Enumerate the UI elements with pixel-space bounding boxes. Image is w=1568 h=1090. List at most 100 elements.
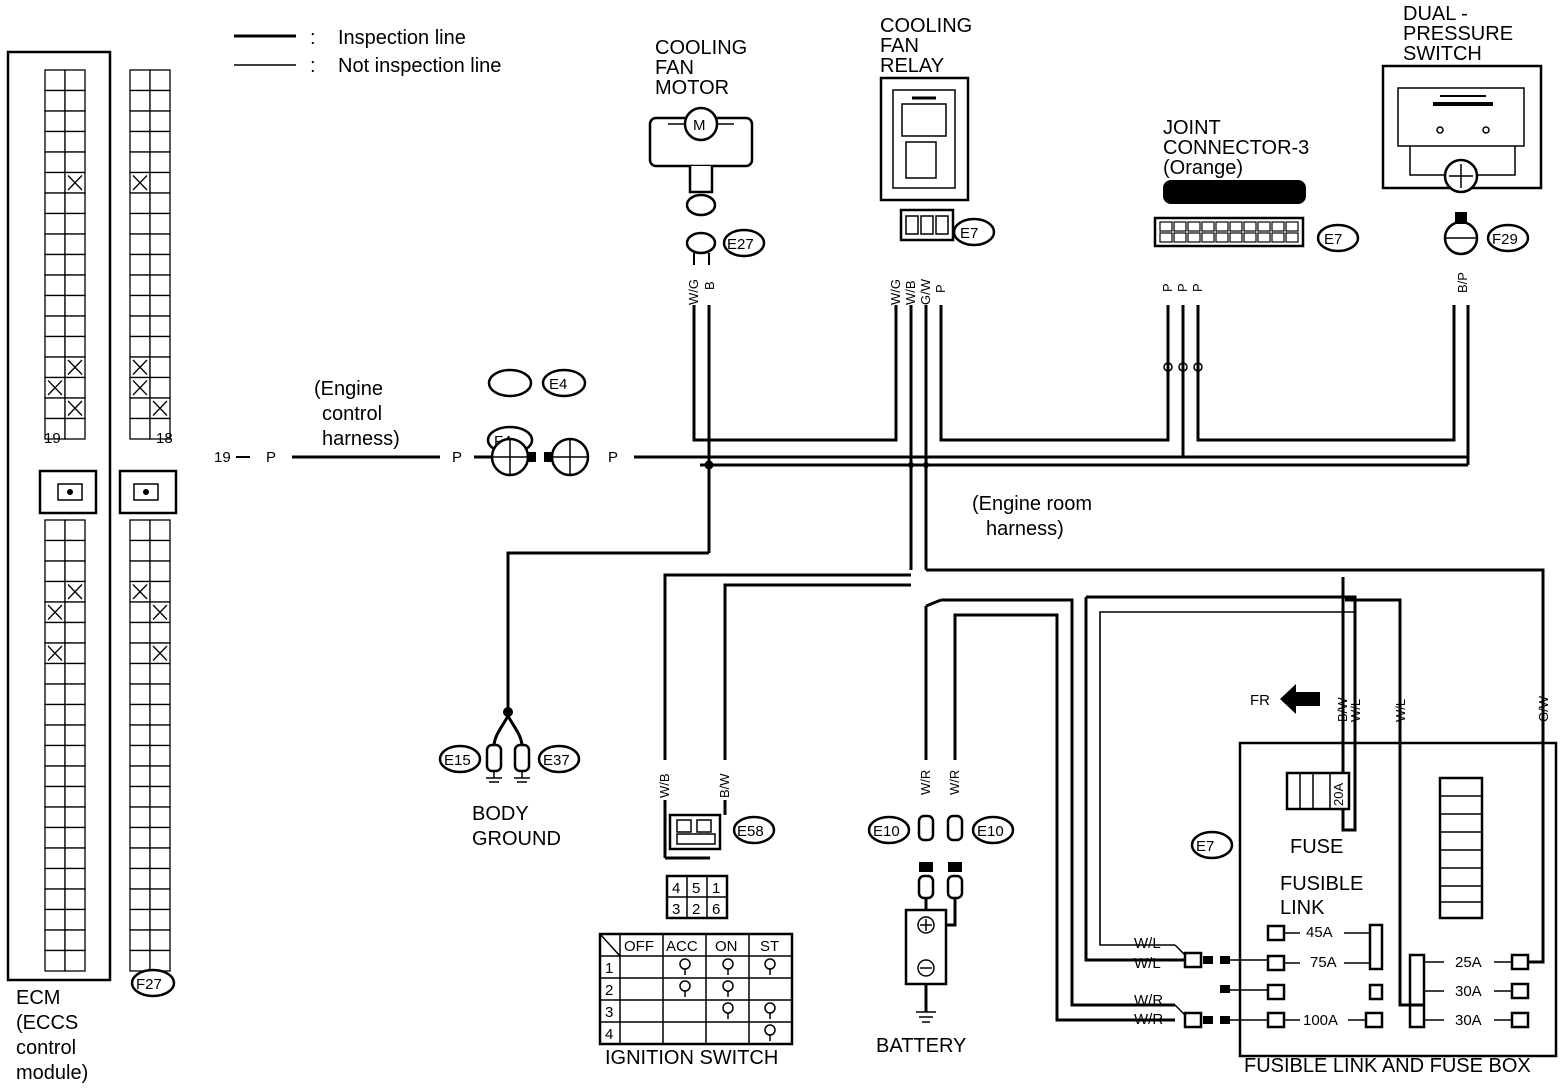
legend-inspection-line: Inspection line xyxy=(338,27,466,49)
ecm-label-1: ECM xyxy=(16,987,60,1009)
connector-cavity xyxy=(44,171,66,194)
connector-cavity xyxy=(64,253,86,276)
connector-cavity xyxy=(149,908,171,931)
connector-e10-1: E10 xyxy=(873,823,900,840)
ecm-connector-left xyxy=(44,69,86,972)
ign-row-2: 2 xyxy=(605,982,613,999)
connector-cavity xyxy=(129,560,151,583)
ecm-pin-18: 18 xyxy=(156,430,173,447)
connector-cavity xyxy=(129,233,151,256)
fan-relay-label-2: FAN xyxy=(880,35,919,57)
connector-cavity xyxy=(129,519,151,542)
relay-wire-p: P xyxy=(933,284,948,293)
body-ground-label-2: GROUND xyxy=(472,828,561,850)
connector-cavity xyxy=(64,130,86,153)
joint-cavity xyxy=(1271,232,1285,243)
connector-cavity xyxy=(149,151,171,174)
connector-cavity xyxy=(129,294,151,317)
ecm-label-2: (ECCS xyxy=(16,1012,78,1034)
fusible-link-label-1: FUSIBLE xyxy=(1280,873,1363,895)
joint-connector: JOINT CONNECTOR-3 (Orange) E7 P P P xyxy=(1153,117,1360,292)
fuse-block-icon xyxy=(1438,776,1484,920)
legend-not-inspection-colon: : xyxy=(310,55,316,77)
legend-inspection-colon: : xyxy=(310,27,316,49)
joint-cavity xyxy=(1173,221,1187,232)
relay-wire-wb: W/B xyxy=(903,280,918,305)
connector-cavity xyxy=(44,212,66,235)
connector-cavity xyxy=(44,397,66,420)
connector-cavity xyxy=(44,847,66,870)
engine-control-label-2: control xyxy=(322,403,382,425)
connector-cavity xyxy=(129,724,151,747)
connector-cavity xyxy=(129,703,151,726)
connector-cavity xyxy=(129,274,151,297)
connector-f29: F29 xyxy=(1492,231,1518,248)
connector-cavity xyxy=(64,294,86,317)
fan-relay-label-3: RELAY xyxy=(880,55,944,77)
connector-cavity xyxy=(129,110,151,133)
connector-cavity xyxy=(149,683,171,706)
joint-label-3: (Orange) xyxy=(1163,157,1243,179)
connector-cavity xyxy=(129,847,151,870)
connector-cavity xyxy=(129,744,151,767)
connector-e37: E37 xyxy=(543,752,570,769)
ign-row-4: 4 xyxy=(605,1026,613,1043)
connector-cavity xyxy=(149,356,171,379)
connector-e7-relay: E7 xyxy=(960,225,978,242)
connector-cavity xyxy=(149,110,171,133)
connector-cavity xyxy=(129,765,151,788)
connector-cavity xyxy=(64,908,86,931)
fusebox-wire-gw: G/W xyxy=(1536,695,1551,722)
connector-cavity xyxy=(44,867,66,890)
connector-cavity xyxy=(64,929,86,952)
ign-term-2: 2 xyxy=(692,901,700,918)
wire-p-2: P xyxy=(452,449,462,466)
connector-cavity xyxy=(44,519,66,542)
connector-cavity xyxy=(44,662,66,685)
ground-icon xyxy=(486,771,530,783)
connector-cavity xyxy=(64,744,86,767)
connector-e15: E15 xyxy=(444,752,471,769)
connector-cavity xyxy=(149,724,171,747)
connector-cavity xyxy=(64,560,86,583)
battery-wire-wr-2: W/R xyxy=(947,770,962,795)
connector-cavity xyxy=(64,192,86,215)
engine-control-harness: 19 P P (Engine control harness) F4 E4 P xyxy=(214,368,618,477)
cavity-unused-mark xyxy=(132,175,148,191)
joint-cavity xyxy=(1201,221,1215,232)
fusible-link-label-2: LINK xyxy=(1280,897,1325,919)
connector-cavity xyxy=(64,539,86,562)
connector-cavity xyxy=(149,765,171,788)
connector-cavity xyxy=(129,539,151,562)
joint-cavity xyxy=(1159,221,1173,232)
fan-motor-label-1: COOLING xyxy=(655,37,747,59)
battery-label: BATTERY xyxy=(876,1035,966,1057)
fusebox-wire-bw: B/W xyxy=(1335,697,1350,722)
joint-label-1: JOINT xyxy=(1163,117,1221,139)
connector-cavity xyxy=(44,130,66,153)
ign-term-3: 3 xyxy=(672,901,680,918)
ign-header-acc: ACC xyxy=(666,938,698,955)
relay-coil-icon xyxy=(905,141,937,179)
connector-cavity xyxy=(44,110,66,133)
dual-wire-bp: B/P xyxy=(1455,272,1470,293)
connector-cavity xyxy=(44,806,66,829)
connector-cavity xyxy=(129,335,151,358)
battery-wire-wr-1: W/R xyxy=(918,770,933,795)
cavity-unused-mark xyxy=(67,584,83,600)
connector-cavity xyxy=(64,601,86,624)
connector-cavity xyxy=(64,826,86,849)
fuse-box: B/W W/L W/L G/W FR 20A E7 FUSE FUSIBLE L… xyxy=(1134,684,1558,1077)
svg-text:M: M xyxy=(693,117,706,134)
battery: W/R W/R E10 E10 BATTERY xyxy=(867,770,1015,1057)
connector-cavity xyxy=(149,233,171,256)
connector-cavity xyxy=(44,274,66,297)
connector-cavity xyxy=(149,192,171,215)
cavity-unused-mark xyxy=(152,645,168,661)
ign-wire-bw: B/W xyxy=(717,773,732,798)
ecm-pin-19: 19 xyxy=(44,430,61,447)
connector-cavity xyxy=(129,867,151,890)
ign-term-1: 1 xyxy=(712,880,720,897)
connector-cavity xyxy=(129,929,151,952)
fuse-icon xyxy=(1285,771,1351,811)
